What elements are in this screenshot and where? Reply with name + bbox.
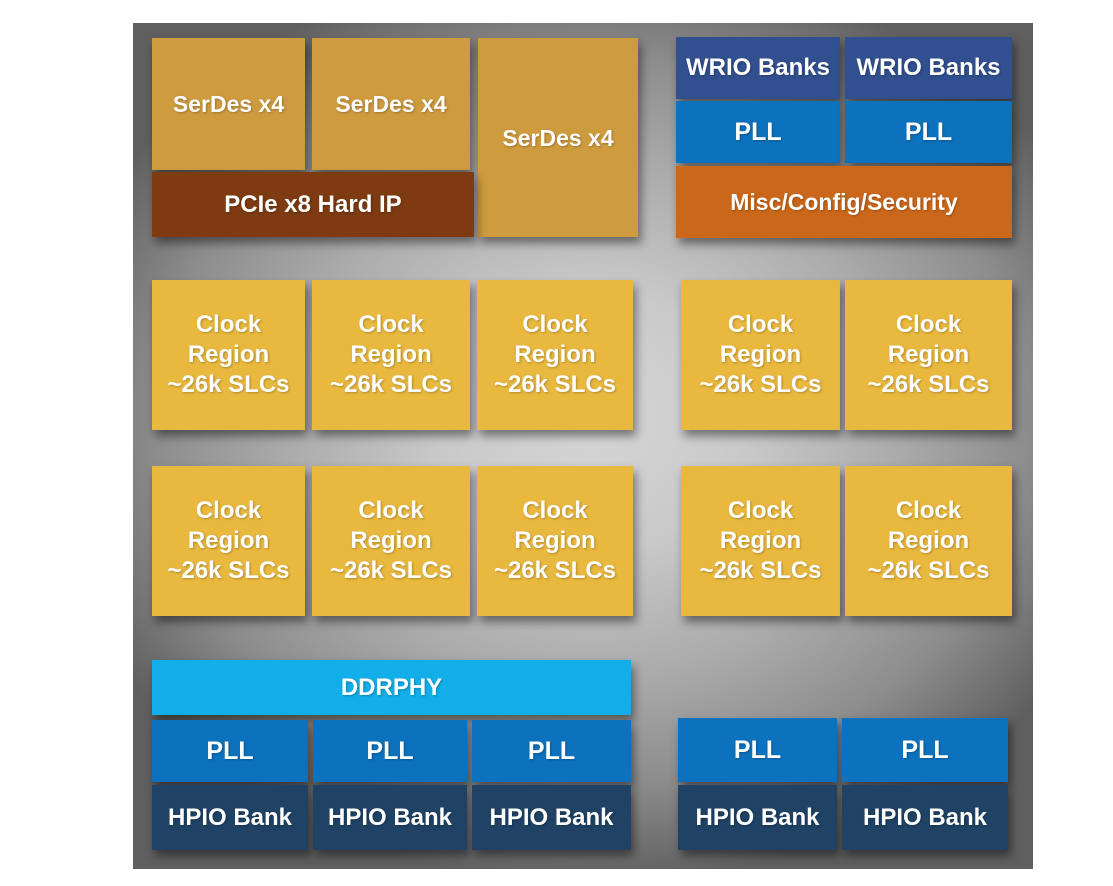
hpio-bank-block: HPIO Bank [678, 785, 837, 850]
die-background-panel: SerDes x4 SerDes x4 SerDes x4 PCIe x8 Ha… [133, 23, 1033, 869]
clock-region-block: Clock Region ~26k SLCs [845, 280, 1012, 430]
clock-region-block: Clock Region ~26k SLCs [152, 280, 305, 430]
clock-region-block: Clock Region ~26k SLCs [845, 466, 1012, 616]
clock-region-block: Clock Region ~26k SLCs [681, 280, 840, 430]
hpio-bank-block: HPIO Bank [152, 785, 308, 850]
hpio-bank-block: HPIO Bank [313, 785, 467, 850]
serdes-x4-block: SerDes x4 [478, 38, 638, 237]
pll-block: PLL [678, 718, 837, 782]
clock-region-block: Clock Region ~26k SLCs [477, 280, 633, 430]
clock-region-block: Clock Region ~26k SLCs [152, 466, 305, 616]
clock-region-block: Clock Region ~26k SLCs [312, 280, 470, 430]
pll-block: PLL [472, 720, 631, 782]
serdes-x4-block: SerDes x4 [152, 38, 305, 170]
pll-block: PLL [313, 720, 467, 782]
clock-region-block: Clock Region ~26k SLCs [477, 466, 633, 616]
pcie-x8-hard-ip-block: PCIe x8 Hard IP [152, 172, 474, 237]
pll-block: PLL [676, 101, 840, 163]
pll-block: PLL [152, 720, 308, 782]
hpio-bank-block: HPIO Bank [842, 785, 1008, 850]
clock-region-block: Clock Region ~26k SLCs [312, 466, 470, 616]
pll-block: PLL [845, 101, 1012, 163]
pll-block: PLL [842, 718, 1008, 782]
ddrphy-block: DDRPHY [152, 660, 631, 715]
serdes-x4-block: SerDes x4 [312, 38, 470, 170]
clock-region-block: Clock Region ~26k SLCs [681, 466, 840, 616]
hpio-bank-block: HPIO Bank [472, 785, 631, 850]
misc-config-security-block: Misc/Config/Security [676, 166, 1012, 238]
wrio-banks-block: WRIO Banks [845, 37, 1012, 99]
wrio-banks-block: WRIO Banks [676, 37, 840, 99]
